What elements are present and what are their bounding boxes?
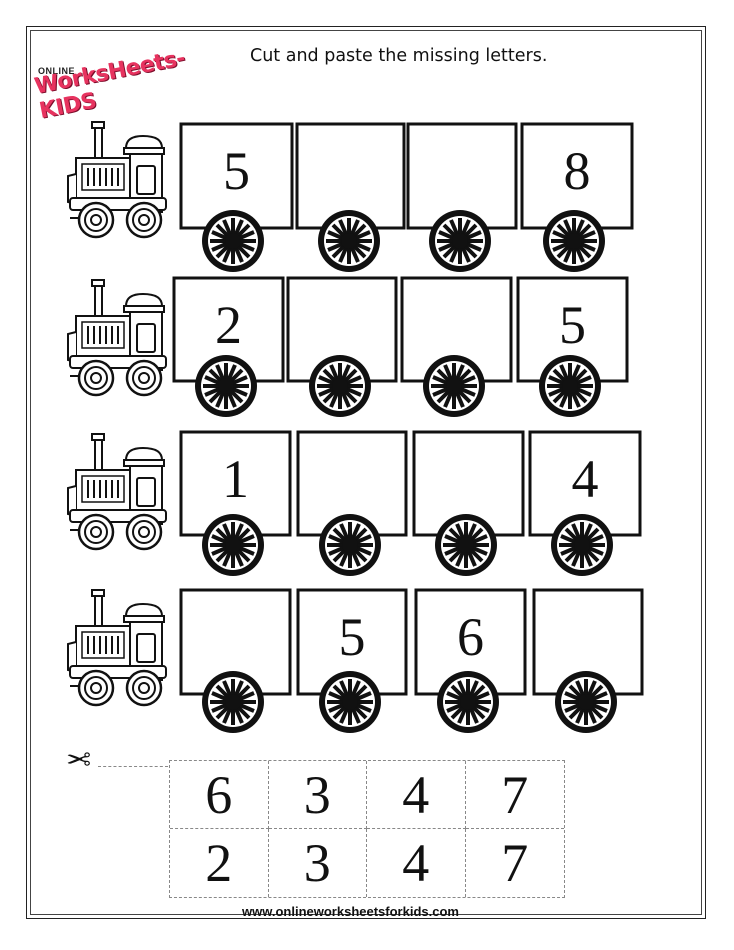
wheel-icon xyxy=(549,512,615,578)
car-number: 4 xyxy=(571,449,599,509)
cutout-card[interactable]: 2 xyxy=(170,829,269,897)
train-engine-icon xyxy=(66,120,168,239)
wheel-icon xyxy=(435,669,501,735)
wheel-icon xyxy=(421,353,487,419)
wheel-icon xyxy=(200,669,266,735)
website-footer: www.onlineworksheetsforkids.com xyxy=(242,904,459,919)
cutout-card[interactable]: 3 xyxy=(269,829,367,897)
cut-line xyxy=(98,766,168,767)
cutout-card[interactable]: 3 xyxy=(268,761,367,829)
wheel-icon xyxy=(307,353,373,419)
worksheet-title: Cut and paste the missing letters. xyxy=(250,46,548,66)
cutout-card[interactable]: 4 xyxy=(367,761,466,829)
wheel-icon xyxy=(200,208,266,274)
scissors-icon: ✂ xyxy=(66,743,92,778)
wheel-icon xyxy=(553,669,619,735)
car-number: 6 xyxy=(457,607,484,667)
wheel-icon xyxy=(317,512,383,578)
cutout-card[interactable]: 6 xyxy=(170,761,269,829)
car-number: 1 xyxy=(222,449,249,509)
page-border-outer xyxy=(26,26,706,919)
wheel-icon xyxy=(317,669,383,735)
page-border-inner xyxy=(30,30,702,915)
wheel-icon xyxy=(537,353,603,419)
cutout-card[interactable]: 7 xyxy=(465,761,564,829)
cutout-card[interactable]: 4 xyxy=(367,829,466,897)
car-number: 2 xyxy=(215,295,242,355)
cut-out-grid: 6 3 4 7 2 3 4 7 xyxy=(169,760,565,898)
wheel-icon xyxy=(193,353,259,419)
car-number: 8 xyxy=(563,141,591,201)
train-engine-icon xyxy=(66,432,168,551)
cutout-card[interactable]: 7 xyxy=(501,833,529,893)
car-number: 5 xyxy=(559,295,586,355)
wheel-icon xyxy=(541,208,607,274)
wheel-icon xyxy=(427,208,493,274)
wheel-icon xyxy=(200,512,266,578)
train-engine-icon xyxy=(66,588,168,707)
car-number: 5 xyxy=(223,141,250,201)
site-logo[interactable]: ONLINE WorksHeets-KIDS xyxy=(32,38,208,124)
logo-online-text: ONLINE xyxy=(38,66,76,76)
wheel-icon xyxy=(316,208,382,274)
wheel-icon xyxy=(433,512,499,578)
train-engine-icon xyxy=(66,278,168,397)
car-number: 5 xyxy=(338,607,366,667)
